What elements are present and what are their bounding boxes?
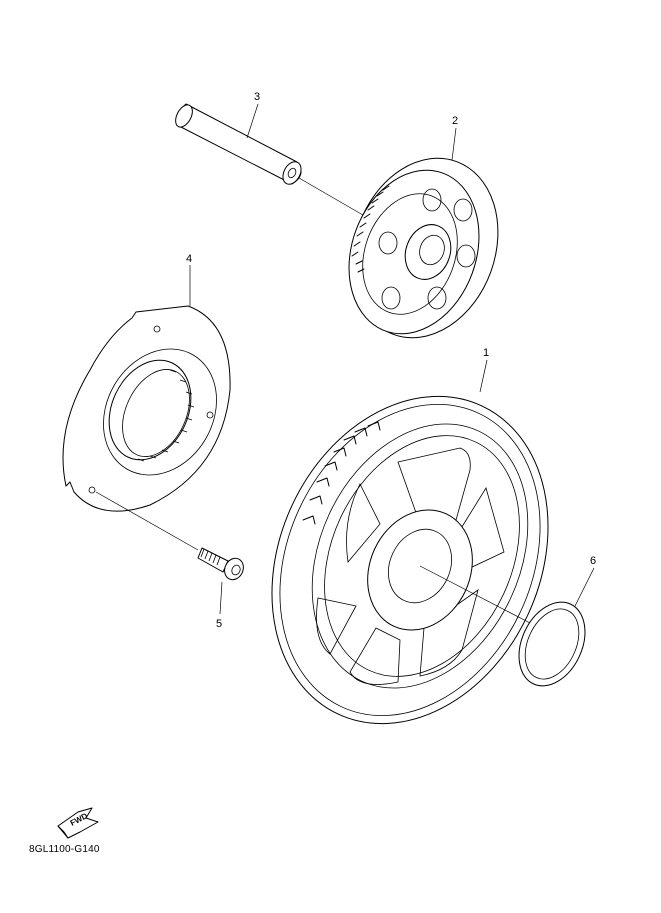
starter-wheel-gear: [271, 395, 549, 725]
callout-6: 6: [590, 555, 597, 567]
starter-idler-gear: [348, 157, 499, 339]
callout-4: 4: [186, 253, 193, 265]
starter-idler-shaft: [175, 103, 302, 185]
fwd-arrow-icon: FWD: [57, 807, 99, 839]
one-way-clutch: [62, 305, 231, 512]
diagram-code: 8GL1100-G140: [29, 844, 100, 855]
callout-2: 2: [452, 115, 459, 127]
callout-3: 3: [254, 91, 261, 103]
bolt: [197, 547, 244, 581]
washer: [518, 601, 586, 687]
callout-5: 5: [216, 618, 223, 630]
callout-1: 1: [483, 347, 490, 359]
